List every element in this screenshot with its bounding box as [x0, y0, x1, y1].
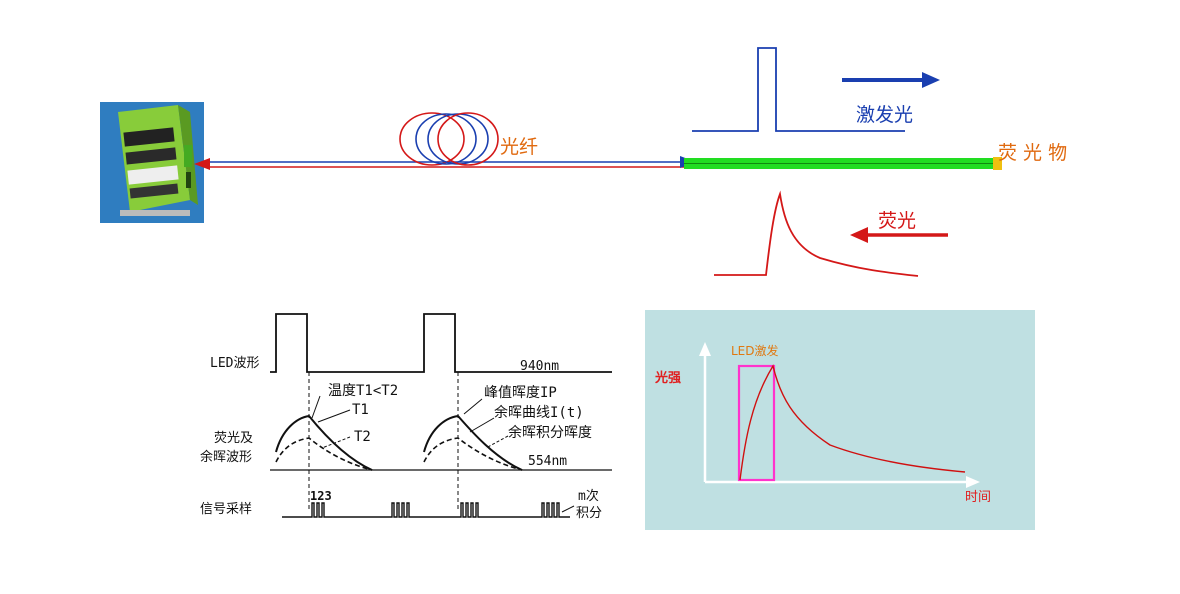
phosphor-label: 荧 光 物	[998, 142, 1068, 164]
timing-diagram	[185, 302, 620, 530]
excitation-light-label: 激发光	[856, 104, 914, 126]
t1-label: T1	[352, 402, 369, 418]
excitation-pulse-waveform	[692, 47, 905, 132]
fluorescence-arrow-icon	[850, 227, 948, 243]
transmitter-device-image	[100, 102, 204, 223]
fluor-wavelength-label: 554nm	[528, 454, 568, 469]
fiber-coil-icon	[399, 112, 499, 166]
t2-label: T2	[354, 429, 371, 445]
fluor-afterglow-label-2: 余晖波形	[200, 450, 253, 465]
afterglow-integral-label: 余晖积分晖度	[508, 425, 592, 441]
fluorescence-decay-waveform	[714, 190, 919, 277]
fluorescent-probe-rod	[684, 157, 1002, 170]
decay-chart	[645, 310, 1035, 530]
temperature-label: 温度T1<T2	[328, 383, 399, 399]
peak-brightness-label: 峰值晖度IP	[484, 385, 557, 401]
sample-numbers-label: 123	[310, 489, 332, 503]
led-excitation-label: LED激发	[731, 344, 779, 358]
integration-label-1: m次	[578, 489, 599, 504]
signal-sampling-label: 信号采样	[200, 502, 253, 517]
fluorescence-label: 荧光	[878, 210, 917, 232]
led-waveform-label: LED波形	[210, 356, 260, 371]
excitation-arrow-icon	[842, 72, 940, 88]
integration-label-2: 积分	[576, 506, 603, 521]
led-wavelength-label: 940nm	[520, 359, 560, 374]
y-axis-label: 光强	[655, 371, 682, 386]
fluor-afterglow-label-1: 荧光及	[214, 431, 254, 446]
fiber-label: 光纤	[500, 136, 539, 158]
afterglow-curve-label: 余晖曲线I(t)	[494, 405, 584, 421]
x-axis-label: 时间	[965, 490, 992, 505]
